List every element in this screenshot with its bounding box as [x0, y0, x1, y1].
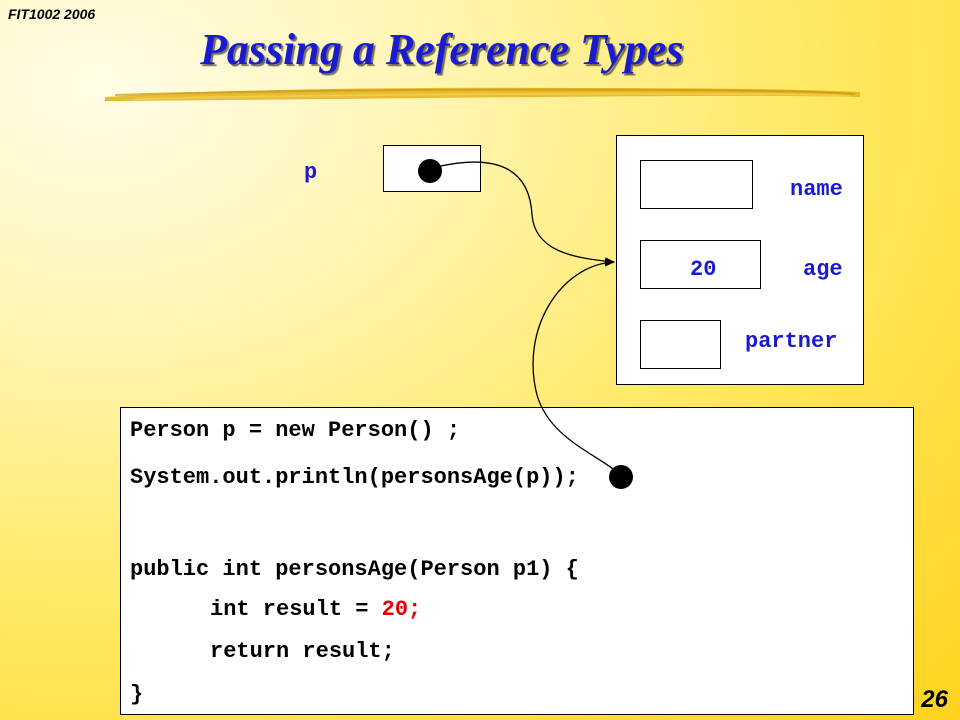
title-underline: [105, 87, 860, 101]
reference-dot: [418, 159, 442, 183]
code-line-println: System.out.println(personsAge(p));: [130, 465, 579, 490]
code-line-method-signature: public int personsAge(Person p1) {: [130, 557, 579, 582]
field-age-value: 20: [690, 257, 717, 282]
field-age-label: age: [803, 257, 843, 282]
slide-title: Passing a Reference Types: [200, 25, 684, 74]
field-partner-box: [640, 320, 721, 369]
code-println-prefix: System.out.println(personsAge(: [130, 465, 527, 490]
code-line-return: return result;: [210, 639, 395, 664]
code-line-closing-brace: }: [130, 682, 144, 707]
code-line-declaration: Person p = new Person() ;: [130, 418, 461, 443]
code-assignment-prefix: int result =: [210, 597, 382, 622]
field-name-label: name: [790, 177, 843, 202]
code-println-suffix: ));: [539, 465, 579, 490]
code-box: [120, 407, 914, 715]
code-assignment-value: 20;: [381, 597, 422, 622]
code-println-argument: p: [526, 465, 540, 490]
code-line-assignment: int result = 20;: [210, 597, 421, 622]
field-age-box: [640, 240, 761, 289]
course-label: FIT1002 2006: [8, 6, 96, 22]
field-partner-label: partner: [745, 329, 838, 354]
field-name-box: [640, 160, 753, 209]
argument-reference-dot: [609, 465, 633, 489]
variable-label: p: [304, 160, 318, 185]
page-number: 26: [921, 686, 948, 713]
